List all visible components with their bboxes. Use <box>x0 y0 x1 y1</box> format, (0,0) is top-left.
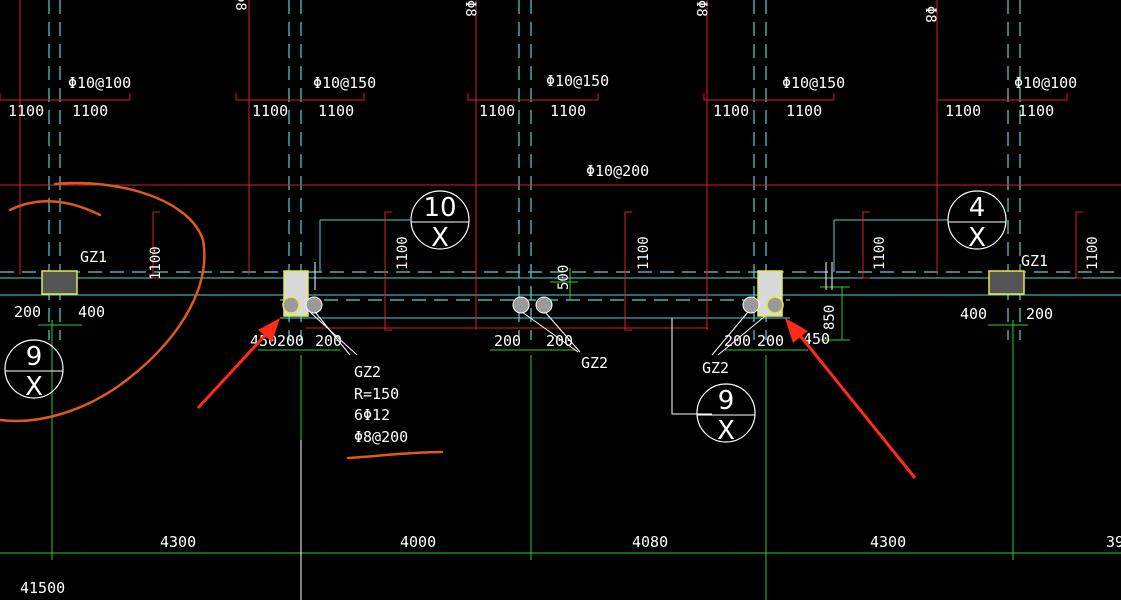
top-dimensions: 1100 1100 1100 1100 1100 1100 1100 1100 … <box>8 102 1054 120</box>
svg-text:39: 39 <box>1106 533 1121 551</box>
svg-text:GZ1: GZ1 <box>80 248 107 266</box>
svg-text:X: X <box>968 223 986 253</box>
local-dimensions: 200 400 450 200 200 200 200 200 200 450 … <box>14 303 1053 350</box>
svg-text:Φ8: Φ8 <box>922 6 938 23</box>
svg-text:Φ10@150: Φ10@150 <box>313 74 376 92</box>
svg-text:4300: 4300 <box>870 533 906 551</box>
rebar-lines <box>0 0 1121 331</box>
svg-text:4: 4 <box>969 193 986 223</box>
svg-text:10: 10 <box>423 193 456 223</box>
section-mark-9-left[interactable]: 9 X <box>4 339 64 402</box>
svg-text:Φ8: Φ8 <box>232 0 248 11</box>
gz2-column-c[interactable] <box>742 270 784 317</box>
svg-text:4300: 4300 <box>160 533 196 551</box>
rebar-labels: Φ10@100 Φ10@150 Φ10@150 Φ10@150 Φ10@100 … <box>68 0 1077 180</box>
orange-underline <box>346 450 444 460</box>
svg-text:GZ2: GZ2 <box>581 354 608 372</box>
svg-text:1100: 1100 <box>872 236 888 270</box>
svg-text:200: 200 <box>1026 305 1053 323</box>
svg-text:R=150: R=150 <box>354 385 399 403</box>
svg-text:400: 400 <box>960 305 987 323</box>
svg-text:9: 9 <box>26 342 43 372</box>
svg-text:1100: 1100 <box>479 102 515 120</box>
vertical-dimensions: 1100 1100 1100 1100 1100 500 850 <box>148 236 1101 330</box>
svg-text:1100: 1100 <box>550 102 586 120</box>
dimension-lines <box>0 268 1121 600</box>
svg-text:1100: 1100 <box>636 236 652 270</box>
section-mark-4[interactable]: 4 X <box>947 190 1007 253</box>
svg-text:1100: 1100 <box>713 102 749 120</box>
svg-text:1100: 1100 <box>318 102 354 120</box>
svg-text:41500: 41500 <box>20 579 65 597</box>
svg-text:X: X <box>717 416 735 446</box>
svg-text:GZ1: GZ1 <box>1021 252 1048 270</box>
svg-text:1100: 1100 <box>945 102 981 120</box>
svg-text:1100: 1100 <box>252 102 288 120</box>
svg-text:400: 400 <box>78 303 105 321</box>
svg-text:Φ8: Φ8 <box>462 0 478 17</box>
gz2-column-b[interactable] <box>512 296 553 314</box>
svg-text:6Φ12: 6Φ12 <box>354 406 390 424</box>
svg-text:1100: 1100 <box>786 102 822 120</box>
red-arrow-right <box>785 318 917 479</box>
svg-text:1100: 1100 <box>72 102 108 120</box>
svg-text:1100: 1100 <box>1018 102 1054 120</box>
svg-text:200: 200 <box>494 332 521 350</box>
svg-text:Φ10@150: Φ10@150 <box>782 74 845 92</box>
svg-text:Φ8: Φ8 <box>693 0 709 17</box>
svg-text:Φ10@100: Φ10@100 <box>68 74 131 92</box>
column-labels: GZ1 GZ1 GZ2 GZ2 <box>80 248 1048 377</box>
svg-text:X: X <box>25 372 43 402</box>
red-arrow-left <box>196 318 280 410</box>
svg-text:Φ10@150: Φ10@150 <box>546 72 609 90</box>
svg-text:200: 200 <box>14 303 41 321</box>
svg-text:1100: 1100 <box>395 236 411 270</box>
axis-lines <box>0 0 1121 340</box>
svg-text:1100: 1100 <box>1085 236 1101 270</box>
gz2-column-a[interactable] <box>282 270 323 317</box>
gz1-left-column[interactable] <box>41 270 78 295</box>
svg-text:9: 9 <box>718 386 735 416</box>
svg-text:1100: 1100 <box>148 246 164 280</box>
svg-text:Φ10@200: Φ10@200 <box>586 162 649 180</box>
svg-text:500: 500 <box>556 265 572 290</box>
svg-text:200: 200 <box>724 332 751 350</box>
gz1-right-column[interactable] <box>988 270 1025 295</box>
gz2-spec-note: GZ2 R=150 6Φ12 Φ8@200 <box>354 363 408 446</box>
svg-text:200: 200 <box>546 332 573 350</box>
svg-text:200: 200 <box>315 332 342 350</box>
svg-text:Φ10@100: Φ10@100 <box>1014 74 1077 92</box>
svg-text:200: 200 <box>757 332 784 350</box>
svg-text:850: 850 <box>822 305 838 330</box>
svg-text:4080: 4080 <box>632 533 668 551</box>
span-dimensions: 4300 4000 4080 4300 39 41500 <box>20 533 1121 597</box>
svg-text:1100: 1100 <box>8 102 44 120</box>
reference-lines <box>300 262 833 600</box>
svg-text:GZ2: GZ2 <box>354 363 381 381</box>
svg-text:GZ2: GZ2 <box>702 359 729 377</box>
svg-text:X: X <box>431 223 449 253</box>
section-mark-10[interactable]: 10 X <box>410 190 470 253</box>
section-mark-9-right[interactable]: 9 X <box>696 383 756 446</box>
svg-text:200: 200 <box>277 332 304 350</box>
svg-text:Φ8@200: Φ8@200 <box>354 428 408 446</box>
orange-markup-circle <box>0 181 206 423</box>
svg-text:4000: 4000 <box>400 533 436 551</box>
svg-text:450: 450 <box>803 330 830 348</box>
